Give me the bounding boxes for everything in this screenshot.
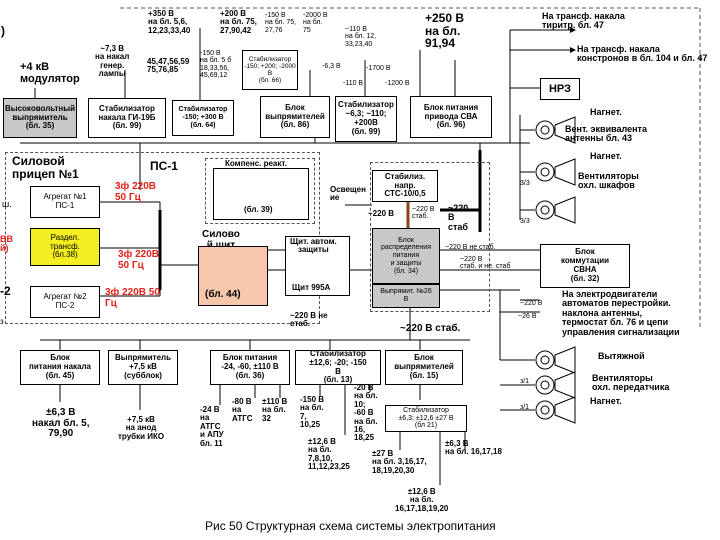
box-bl35: Высоковольтный выпрямитель (бл. 35) [3,98,77,138]
label-to-trans1: На трансф. накала тиритр. бл. 47 [542,11,625,31]
label-3f-2: 3ф 220В 50 Гц [118,249,159,271]
label-genlamp: ~7,3 В на накал генер. лампы [95,44,130,79]
label-f3a: 3/3 [520,180,530,187]
label-nagnet2: Нагнет. [590,151,622,161]
label-vent-eq: Вент. эквивалента антенны бл. 43 [565,124,647,144]
box-bl64: Стабилизатор -150; +300 В (бл. 64) [172,100,234,136]
label-bl39: (бл. 39) [244,205,273,214]
box-razdel-trans: Раздел. трансф. (бл.38) [30,228,100,266]
box-nrz: НРЗ [540,78,580,100]
label-nagnet1: Нагнет. [590,107,622,117]
box-stab-ctc: Стабилиз. напр. СТС-10/0,5 [372,170,438,202]
label-parenthesis: ) [1,24,5,38]
box-bl99-nakal: Стабилизатор накала ГИ-19Б (бл. 99) [88,98,166,138]
label-v200: +200 В на бл. 75, 27,90,42 [220,9,257,35]
label-shit-avt: Щит. автом. защиты [290,237,337,255]
figure-caption: Рис 50 Структурная схема системы электро… [205,519,496,533]
label-osvesh: Освещен ие [330,185,366,203]
label-o63b: ±6,3 В на бл. 16,17,18 [445,439,502,457]
label-f3b: 3/3 [520,218,530,225]
label-nagnet3: Нагнет. [590,396,622,406]
label-v220nest: ~220 В не стаб. [290,311,328,329]
label-v350: +350 В на бл. 5,6, 12,23,33,40 [148,9,191,35]
label-v250: +250 В на бл. 91,94 [425,11,465,51]
label-3f-3: 3ф 220В 50 Гц [105,287,160,309]
box-vypr26: Выпрямит. №26 В [372,284,440,308]
label-o150: -150 В на бл. 7, 10,25 [300,395,325,430]
box-bl96: Блок питания привода СВА (бл. 96) [410,96,492,138]
label-v26: ~26 В [518,313,537,320]
label-electro: На электродвигатели автоматов перестройк… [562,289,680,337]
label-o110: ±110 В на бл. 32 [262,397,288,423]
stabilizer-region [370,162,490,312]
box-agregat1: Агрегат №1 ПС-1 [30,186,100,218]
label-v220stab: ~220 В стаб. [400,323,461,334]
label-3f-1: 3ф 220В 50 Гц [115,181,156,203]
label-o27: ±27 В на бл. 3,16,17, 18,19,20,30 [372,449,427,475]
label-v110: -110 В [343,80,364,87]
label-v220right: ~220 В [520,300,543,307]
label-v110b: ~110 В на бл. 12, 33,23,40 [345,26,377,48]
label-v220d: ~220 В не стаб. [445,244,496,251]
label-left-edge: з [0,317,4,326]
label-partial-left: ш. [2,199,12,209]
box-raspred: Блок распределения питания и защиты (бл.… [372,228,440,284]
label-v1700: -1700 В [366,65,391,72]
label-f1b: з/1 [520,404,530,411]
label-o20: -20 В на бл. 10; -60 В на бл. 16, 18,25 [354,383,378,443]
label-v63: -6,3 В [322,63,341,70]
label-f1a: з/1 [520,378,530,385]
box-bl99: Стабилизатор ~6,3; ~110; +200В (бл. 99) [335,96,397,142]
label-partial-red: ВВ й) [0,234,13,254]
label-o126: ±12,6 В на бл. 7,8,10, 11,12,23,25 [308,437,350,472]
box-kommut-svna: Блок коммутации СВНА (бл. 32) [540,244,630,288]
label-bl44: (бл. 44) [205,289,241,300]
label-small150: -150 В на бл. 5 б 18,33,56, 45,69,12 [200,50,232,80]
label-vytyazh2: Вытяжной [598,351,645,361]
label-vent-shkaf: Вентиляторы охл. шкафов [578,171,639,191]
box-bl13: Стабилизатор ±12,6; -20; -150 В (бл. 13) [295,349,381,385]
box-subblok: Выпрямитель +7,5 кВ (субблок) [108,350,178,385]
box-silovoy-shit [198,246,268,306]
box-bl36: Блок питания -24, -60, ±110 В (бл. 36) [210,350,290,385]
label-o63: ±6,3 В накал бл. 5, 79,90 [32,407,90,439]
label-v150: -150 В на бл. 75, 27,76 [265,12,297,34]
box-bl86: Блок выпрямителей (бл. 86) [260,96,330,138]
label-v220b: ~220 В стаб. [412,206,435,221]
label-v1200: -1200 В [385,80,410,87]
box-bl66: Стабилизатор -150; +200; -2000 В (бл. 66… [242,50,298,90]
label-shit995: Щит 995А [292,283,331,292]
compensation-region [205,158,315,224]
label-ps1: ПС-1 [150,159,178,173]
label-v2000: -2000 В на бл. 75 [303,12,328,34]
label-v220a: ~220 В [368,209,395,218]
label-o75: +7,5 кВ на анод трубки ИКО [118,415,165,441]
label-silovoy-pricep: Силовой прицеп №1 [12,154,79,181]
label-o126b: ±12,6 В на бл. 16,17,18,19,20 [395,487,449,513]
label-modulator: +4 кВ модулятор [20,61,80,85]
box-bl15: Блок выпрямителей (бл. 15) [385,350,463,385]
label-v220e: ~220 В стаб. и не. стаб [460,256,511,271]
label-to-trans2: На трансф. накала констронов в бл. 104 и… [577,44,708,64]
box-komp [213,168,309,220]
box-agregat2: Агрегат №2 ПС-2 [30,286,100,318]
box-shit-avt [285,236,350,296]
box-bl21: Стабилизатор ±6,3; ±12,6 ±27 В (бл 21) [385,405,467,432]
label-minus2: -2 [0,284,11,298]
label-o24: -24 В на АТГС и АПУ бл. 11 [200,405,224,448]
box-bl45: Блок питания накала (бл. 45) [20,350,100,385]
label-vent-per: Вентиляторы охл. передатчика [592,373,670,393]
label-v220c: ~220 В стаб [448,203,469,232]
label-o80: -80 В на АТГС [232,397,253,423]
label-silovoy-shit: Силово й щит [202,229,240,251]
label-list1: 45,47,56,59 75,76,85 [147,57,190,75]
